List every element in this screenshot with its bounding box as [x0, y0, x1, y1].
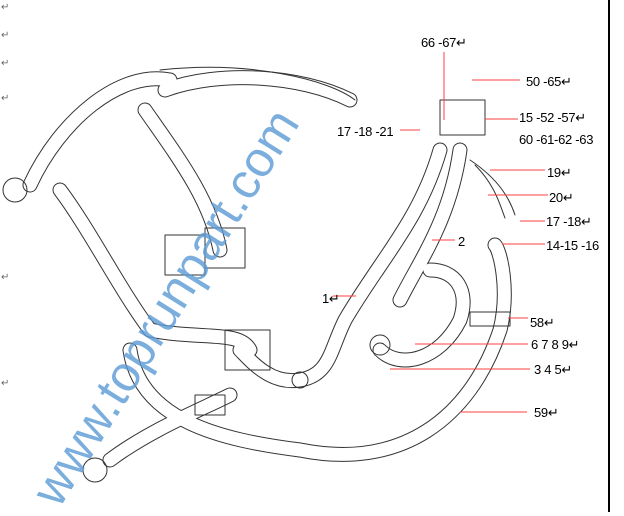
callout-17-18-21: 17 -18 -21 — [337, 124, 394, 139]
paragraph-mark: ↵ — [1, 2, 10, 13]
callout-17-18: 17 -18↵ — [546, 214, 592, 229]
callout-66-67: 66 -67↵ — [421, 35, 467, 50]
callout-15-52-57: 15 -52 -57↵ — [519, 110, 586, 125]
page-border — [608, 0, 610, 512]
callout-50-65: 50 -65↵ — [526, 74, 572, 89]
callout-6-7-8-9: 6 7 8 9↵ — [531, 337, 580, 352]
callout-3-4-5: 3 4 5↵ — [534, 362, 573, 377]
callout-14-15-16: 14-15 -16 — [546, 238, 599, 253]
paragraph-mark: ↵ — [1, 93, 10, 104]
paragraph-mark: ↵ — [1, 378, 10, 389]
callout-59: 59↵ — [534, 405, 559, 420]
callout-20: 20↵ — [549, 190, 574, 205]
callout-60-61-62-63: 60 -61-62 -63 — [519, 132, 594, 147]
callout-58: 58↵ — [530, 315, 555, 330]
paragraph-mark: ↵ — [1, 58, 10, 69]
paragraph-mark: ↵ — [1, 272, 10, 283]
callout-2: 2 — [458, 234, 465, 249]
paragraph-mark: ↵ — [1, 30, 10, 41]
callout-1: 1↵ — [322, 291, 340, 306]
callout-19: 19↵ — [547, 165, 572, 180]
